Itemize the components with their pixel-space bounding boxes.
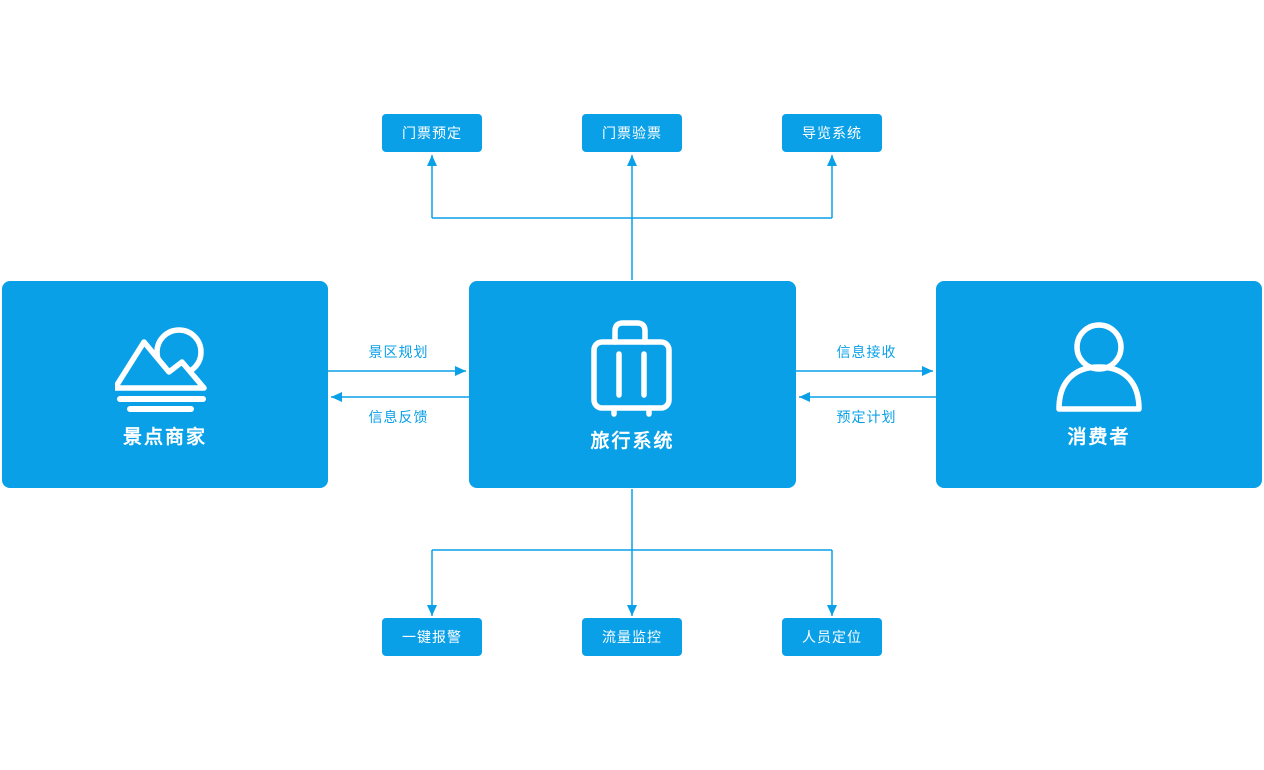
mountain-scenery-icon (115, 322, 215, 414)
node-guide-system[interactable]: 导览系统 (782, 114, 882, 152)
node-label-system: 旅行系统 (590, 431, 675, 452)
node-label-merchant: 景点商家 (122, 427, 207, 448)
module-label: 流量监控 (602, 629, 662, 645)
edge-label-info-feedback: 信息反馈 (368, 409, 429, 425)
person-icon (1054, 322, 1144, 414)
edge-label-info-receive: 信息接收 (836, 344, 897, 360)
node-consumer[interactable]: 消费者 (936, 281, 1262, 488)
module-label: 门票验票 (602, 125, 662, 141)
node-one-key-alarm[interactable]: 一键报警 (382, 618, 482, 656)
module-label: 人员定位 (802, 629, 862, 645)
node-ticket-booking[interactable]: 门票预定 (382, 114, 482, 152)
edge-label-scenic-planning: 景区规划 (368, 344, 429, 360)
node-label-consumer: 消费者 (1067, 427, 1131, 448)
suitcase-icon (590, 318, 675, 418)
edge-label-booking-plan: 预定计划 (836, 409, 897, 425)
module-label: 一键报警 (402, 629, 462, 645)
node-personnel-positioning[interactable]: 人员定位 (782, 618, 882, 656)
node-travel-system[interactable]: 旅行系统 (469, 281, 796, 488)
node-ticket-checking[interactable]: 门票验票 (582, 114, 682, 152)
module-label: 导览系统 (802, 125, 862, 141)
node-flow-monitoring[interactable]: 流量监控 (582, 618, 682, 656)
module-label: 门票预定 (402, 125, 462, 141)
node-scenic-merchant[interactable]: 景点商家 (2, 281, 328, 488)
